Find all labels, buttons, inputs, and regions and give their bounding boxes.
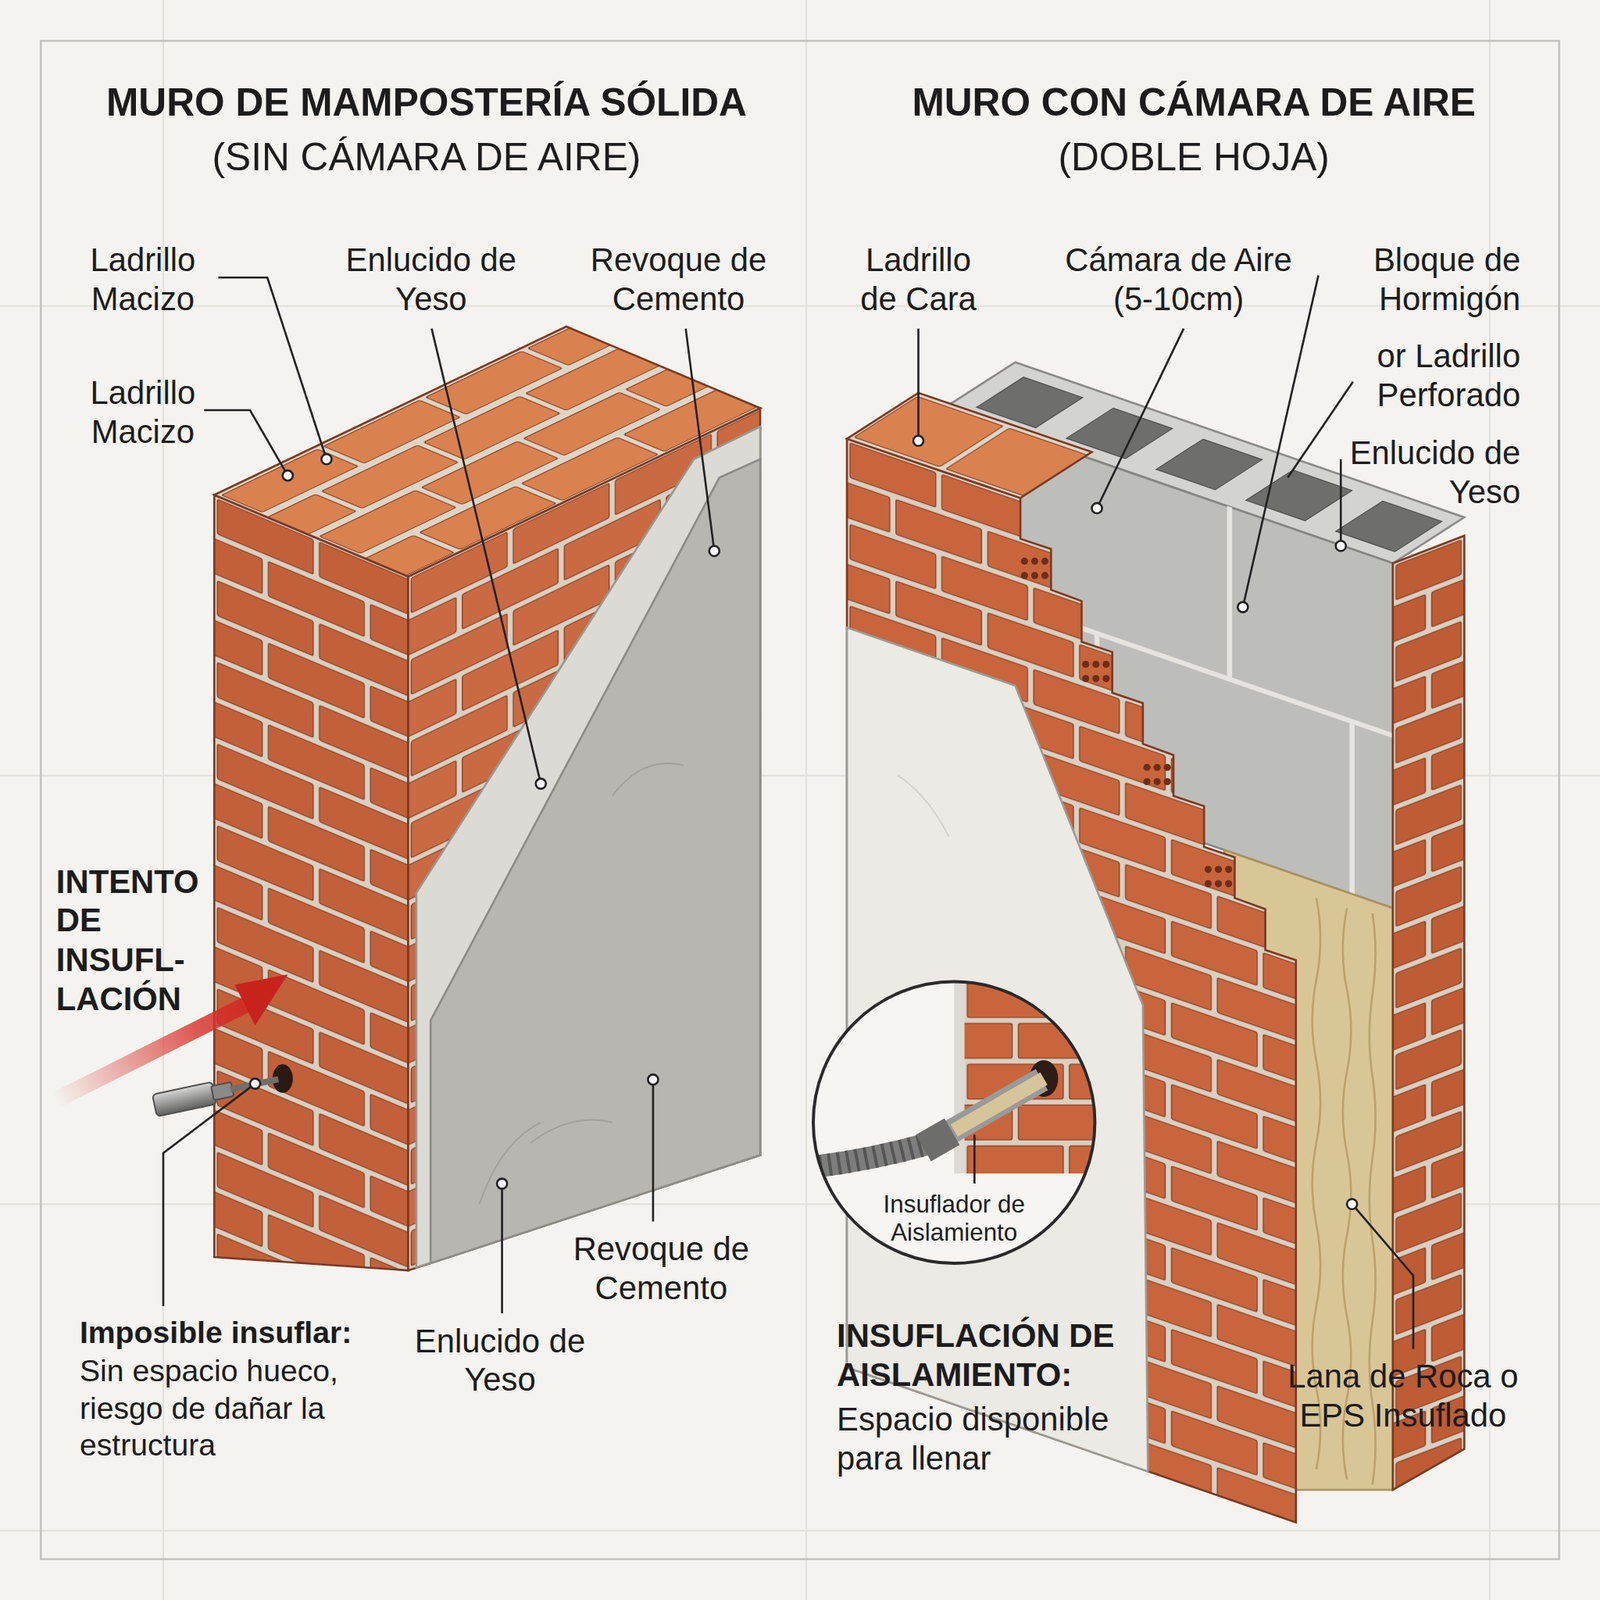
- note-text: Espacio disponible para llenar: [836, 1400, 1154, 1479]
- part-label: Ladrillo Macizo: [71, 373, 215, 452]
- inset-circle-node: Insuflador de Aislamiento: [810, 979, 1097, 1266]
- face-brick-top: [846, 392, 1092, 499]
- frame: [40, 40, 1560, 1560]
- gypsum-layer: [416, 426, 761, 1268]
- insulation-texture: [1312, 897, 1376, 1485]
- inset-drawing: [810, 979, 1097, 1174]
- inset-outline: [813, 981, 1095, 1263]
- leader-dots: [250, 435, 1358, 1210]
- part-label: Revoque de Cemento: [559, 1229, 764, 1308]
- note-text: Sin espacio hueco, riesgo de dañar la es…: [79, 1353, 386, 1464]
- subheading: (DOBLE HOJA): [796, 134, 1593, 182]
- solid-wall: [214, 326, 761, 1271]
- warning-label: INTENTO DE INSUFL- LACIÓN: [56, 862, 225, 1020]
- note-heading: INSUFLACIÓN DE AISLAMIENTO:: [836, 1316, 1164, 1395]
- subheading: (SIN CÁMARA DE AIRE): [28, 134, 825, 182]
- inner-brick-leaf: [1392, 535, 1465, 1490]
- part-label: Enlucido de Yeso: [336, 240, 526, 319]
- part-label: Ladrillo Macizo: [71, 240, 215, 319]
- part-label: Revoque de Cemento: [576, 240, 781, 319]
- part-label: Lana de Roca o EPS Insuflado: [1260, 1357, 1547, 1436]
- leader-lines: [163, 275, 1414, 1350]
- part-label: Cámara de Aire (5-10cm): [1050, 240, 1307, 319]
- cement-layer: [430, 459, 761, 1264]
- part-label: Enlucido de Yeso: [1326, 433, 1521, 512]
- heading: MURO CON CÁMARA DE AIRE: [796, 79, 1593, 127]
- inset-caption: Insuflador de Aislamiento: [852, 1189, 1057, 1247]
- heading: MURO DE MAMPOSTERÍA SÓLIDA: [28, 79, 825, 127]
- part-label: Bloque de Hormigón: [1306, 240, 1521, 319]
- leader-line: [973, 1134, 976, 1184]
- part-label: or Ladrillo Perforado: [1306, 336, 1521, 415]
- drill-symbol: [152, 1067, 281, 1117]
- part-label: Ladrillo de Cara: [846, 240, 990, 319]
- note-heading: Imposible insuflar:: [79, 1314, 407, 1351]
- part-label: Enlucido de Yeso: [403, 1321, 597, 1400]
